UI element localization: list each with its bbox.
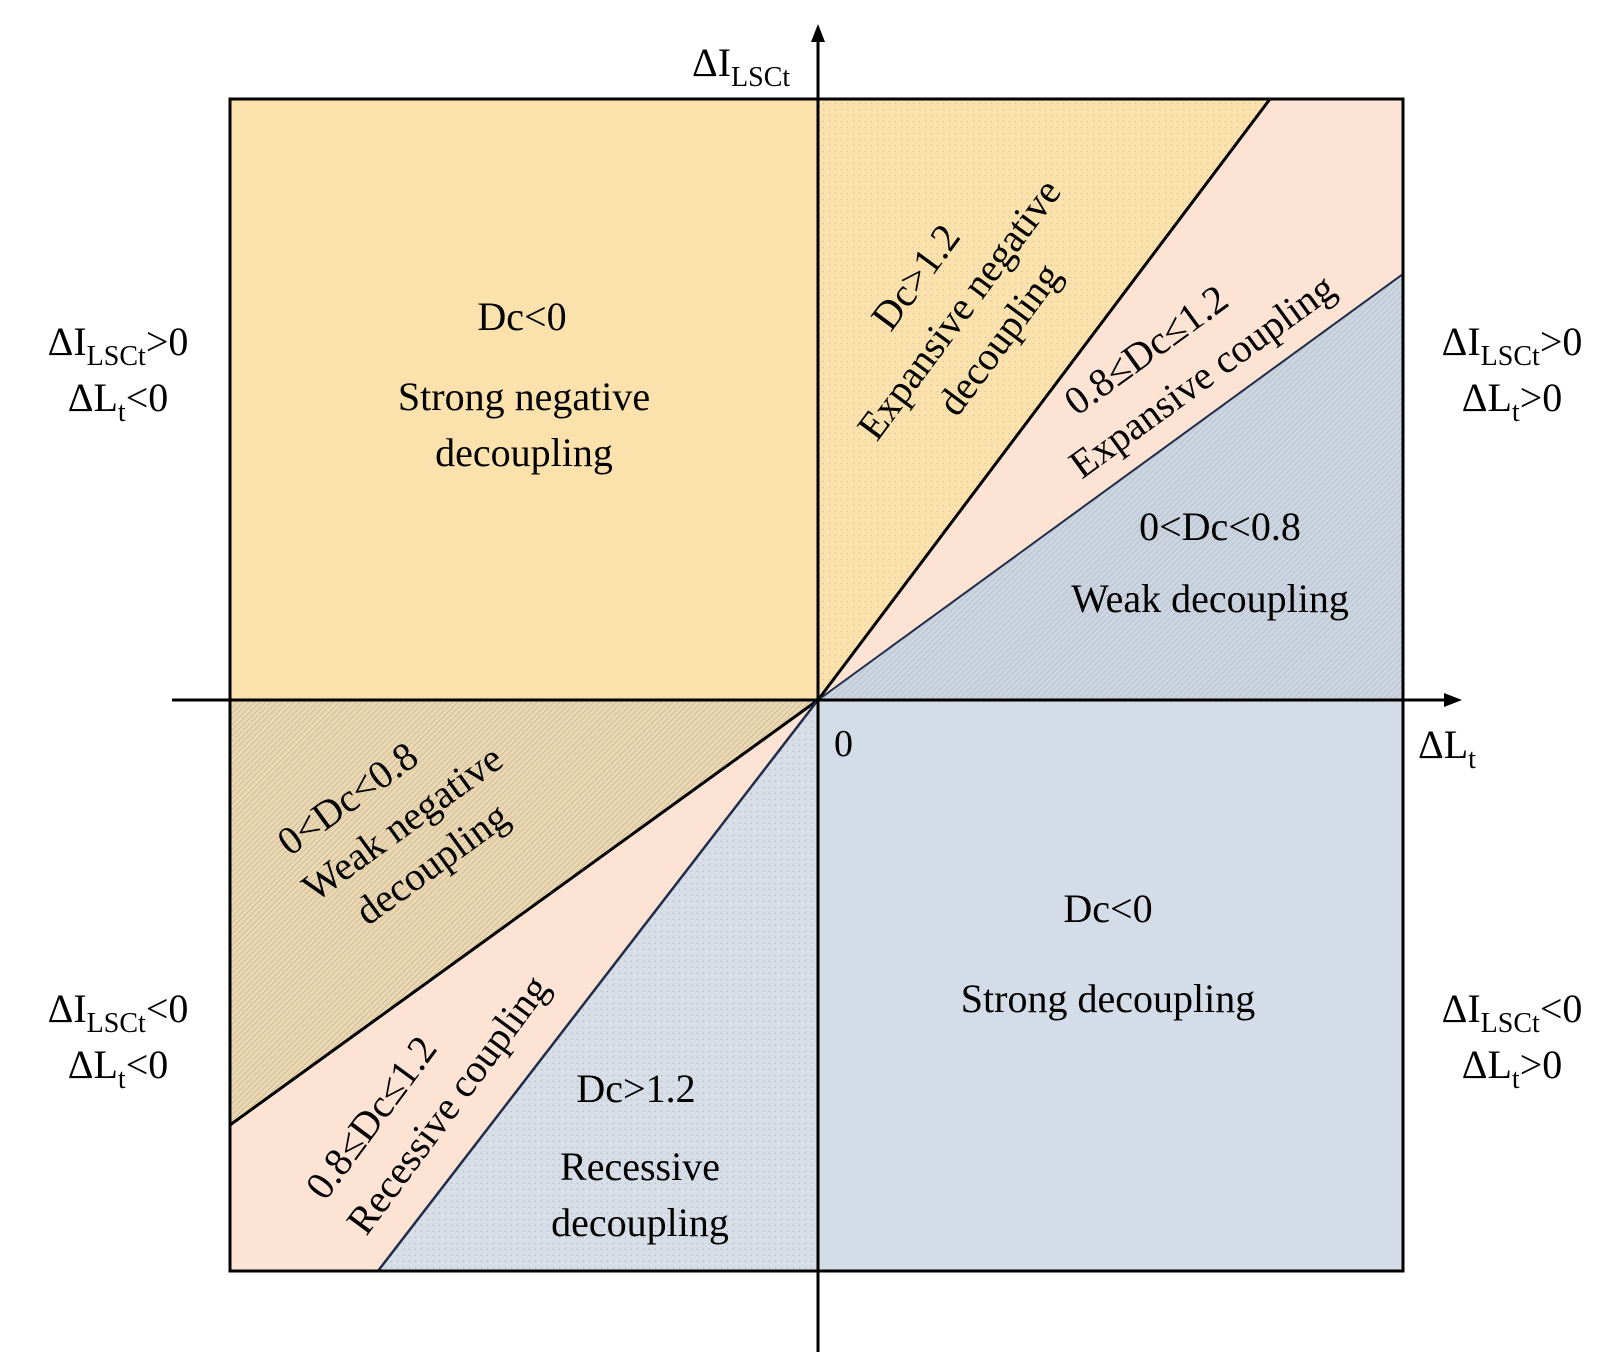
y-axis-label: ΔILSCt [692, 40, 790, 93]
region-recessive-coupling [230, 700, 818, 1271]
boundary-line-dc-0.8-lower [229, 698, 819, 1127]
svg-text:decoupling: decoupling [435, 430, 613, 475]
svg-text:Dc>1.2: Dc>1.2 [576, 1066, 695, 1111]
label-strong-negative-decoupling: Dc<0 Strong negative decoupling [398, 294, 650, 475]
boundary-line-dc-1.2-lower [377, 699, 819, 1272]
svg-text:ΔILSCt<0: ΔILSCt<0 [1442, 986, 1583, 1039]
svg-text:ΔLt>0: ΔLt>0 [1462, 1042, 1563, 1095]
svg-text:Dc<0: Dc<0 [477, 294, 566, 339]
svg-text:ΔLt>0: ΔLt>0 [1462, 375, 1563, 428]
svg-text:Dc<0: Dc<0 [1063, 886, 1152, 931]
svg-text:Strong decoupling: Strong decoupling [961, 976, 1255, 1021]
label-strong-decoupling: Dc<0 Strong decoupling [961, 886, 1255, 1021]
svg-text:Strong negative: Strong negative [398, 374, 650, 419]
quadrant-label-top-right: ΔILSCt>0 ΔLt>0 [1442, 319, 1583, 428]
svg-text:0<Dc<0.8: 0<Dc<0.8 [1139, 504, 1301, 549]
svg-text:decoupling: decoupling [551, 1200, 729, 1245]
region-expansive-coupling [818, 99, 1403, 700]
x-axis-arrowhead [1444, 693, 1462, 707]
quadrant-label-bottom-left: ΔILSCt<0 ΔLt<0 [48, 986, 189, 1095]
svg-text:Weak decoupling: Weak decoupling [1071, 576, 1349, 621]
boundary-line-dc-1.2-upper [816, 98, 1272, 701]
svg-text:ΔLt<0: ΔLt<0 [68, 375, 169, 428]
label-recessive-decoupling: Dc>1.2 Recessive decoupling [551, 1066, 729, 1245]
quadrant-label-bottom-right: ΔILSCt<0 ΔLt>0 [1442, 986, 1583, 1095]
x-axis-label: ΔLt [1418, 722, 1476, 775]
svg-text:Recessive: Recessive [560, 1144, 720, 1189]
region-strong-decoupling [818, 700, 1403, 1271]
svg-text:ΔILSCt<0: ΔILSCt<0 [48, 986, 189, 1039]
origin-label: 0 [834, 723, 853, 765]
svg-text:ΔLt<0: ΔLt<0 [68, 1042, 169, 1095]
region-strong-negative-decoupling [230, 99, 818, 700]
quadrant-label-top-left: ΔILSCt>0 ΔLt<0 [48, 319, 189, 428]
label-weak-decoupling: 0<Dc<0.8 Weak decoupling [1071, 504, 1349, 621]
svg-text:ΔILSCt>0: ΔILSCt>0 [1442, 319, 1583, 372]
y-axis-arrowhead [811, 24, 825, 42]
boundary-line-dc-0.8-upper [817, 273, 1404, 701]
svg-text:ΔILSCt>0: ΔILSCt>0 [48, 319, 189, 372]
